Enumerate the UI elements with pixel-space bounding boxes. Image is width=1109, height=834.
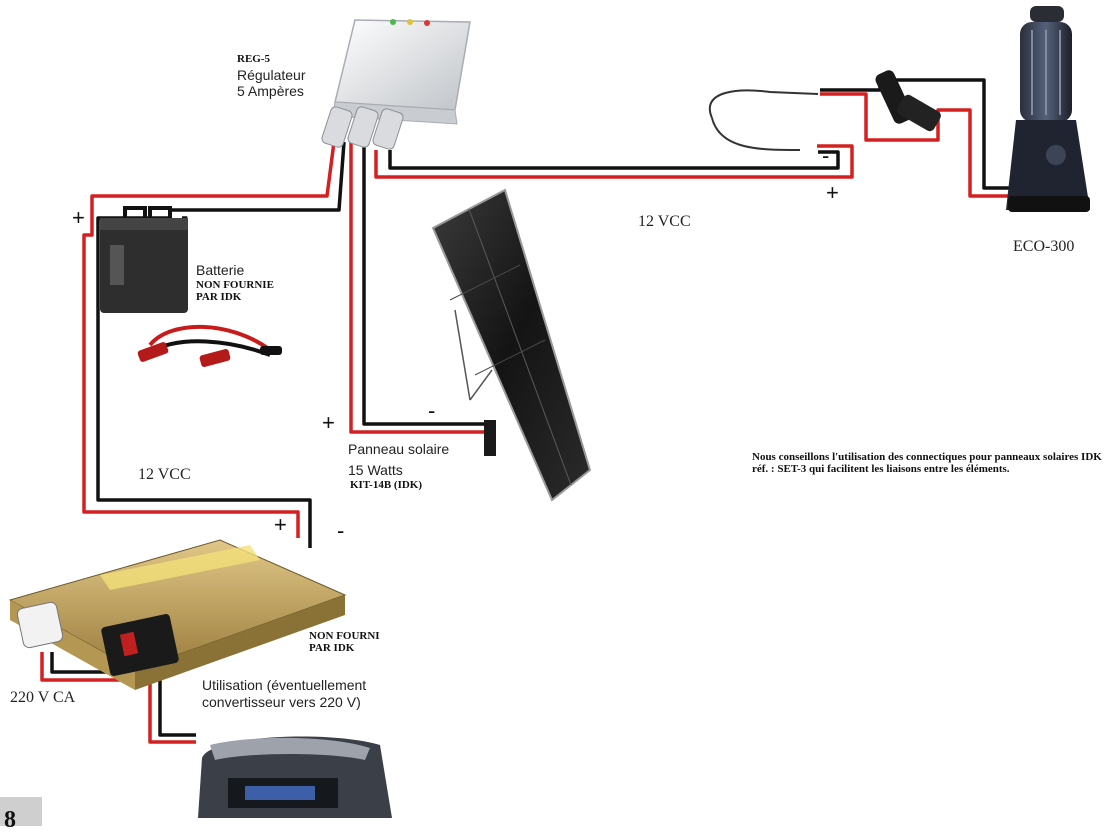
panel-minus-sign: - [428,398,436,423]
crocodile-clips [137,324,282,368]
inverter-plus-sign: + [274,512,287,537]
regulator-model: REG-5 [237,53,270,65]
panel-power: 15 Watts [348,462,403,478]
battery-device [100,206,188,313]
lantern-device [1006,6,1090,212]
reg-to-lamp-positive-wire [374,144,854,179]
page-number: 8 [4,807,16,833]
cigarette-plug-body [897,94,941,132]
inverter-note-line2: PAR IDK [309,642,355,654]
battery-plus-sign: + [72,205,85,230]
reg-to-battery-positive-wire [82,141,336,538]
plug-cable [708,89,819,119]
lamp-negative-wire [820,78,1036,190]
voltage-dc-left: 12 VCC [138,466,191,483]
reg-to-lamp-negative-wire [388,150,840,170]
lamp-positive-wire [820,92,1032,198]
regulator-device [321,19,471,150]
reg-to-panel-negative-wire [362,142,492,426]
inverter-note-line1: NON FOURNI [309,630,380,642]
battery-name: Batterie [196,262,245,278]
reg-to-panel-positive-wire [349,142,492,434]
plug-cable-lower [711,117,801,151]
usage-line1: Utilisation (éventuellement [202,677,367,693]
lamp-minus-sign: - [822,143,830,168]
battery-minus-sign: - [181,203,189,228]
lamp-model: ECO-300 [1013,238,1075,255]
usage-line2: convertisseur vers 220 V) [202,694,361,710]
panel-name: Panneau solaire [348,441,450,457]
panel-reference: KIT-14B (IDK) [350,479,423,491]
voltage-dc-right: 12 VCC [638,213,691,230]
battery-note-line1: NON FOURNIE [196,279,274,291]
solar-panel-device [431,188,592,502]
clock-radio-device [198,736,392,818]
panel-plus-sign: + [322,410,335,435]
regulator-rating: 5 Ampères [237,83,304,99]
advice-note: Nous conseillons l'utilisation des conne… [752,451,1102,475]
inverter-minus-sign: - [337,518,345,543]
inverter-device [8,539,347,690]
lamp-plus-sign: + [826,180,839,205]
reg-to-battery-negative-wire [168,141,346,212]
regulator-name: Régulateur [237,67,306,83]
voltage-ac: 220 V CA [10,689,76,706]
battery-note-line2: PAR IDK [196,291,242,303]
page-number-box: 8 [0,797,42,833]
